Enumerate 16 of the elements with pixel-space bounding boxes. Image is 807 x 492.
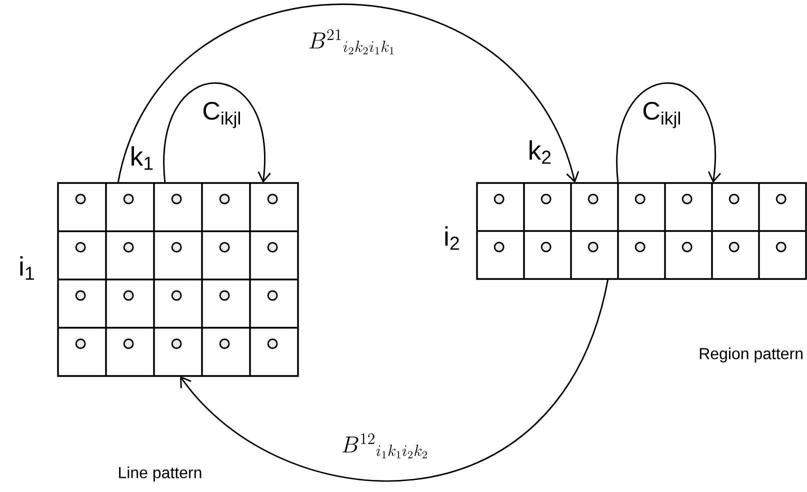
edge-label: C$_{ikjl}$	[643, 102, 680, 128]
axis-label: k$_{2}$	[530, 140, 551, 164]
axis-label: i$_{1}$	[20, 256, 34, 280]
pixel-grid	[57, 182, 299, 377]
edge-label: $B^{12}{}_{i_1k_1i_2k_2}$	[342, 433, 427, 458]
curved-arrow	[163, 82, 271, 184]
edge-label: $B^{21}{}_{i_2k_2i_1k_1}$	[309, 29, 394, 54]
axis-label: k$_{1}$	[132, 146, 153, 170]
axis-label: i$_{2}$	[445, 226, 459, 250]
pattern-label: Line pattern	[119, 466, 202, 482]
curved-arrow	[180, 278, 609, 482]
pixel-grid	[476, 182, 807, 280]
edge-label: C$_{ikjl}$	[203, 102, 240, 128]
pattern-label: Region pattern	[700, 348, 802, 362]
curved-arrow	[616, 82, 722, 184]
curved-arrow	[117, 4, 580, 184]
